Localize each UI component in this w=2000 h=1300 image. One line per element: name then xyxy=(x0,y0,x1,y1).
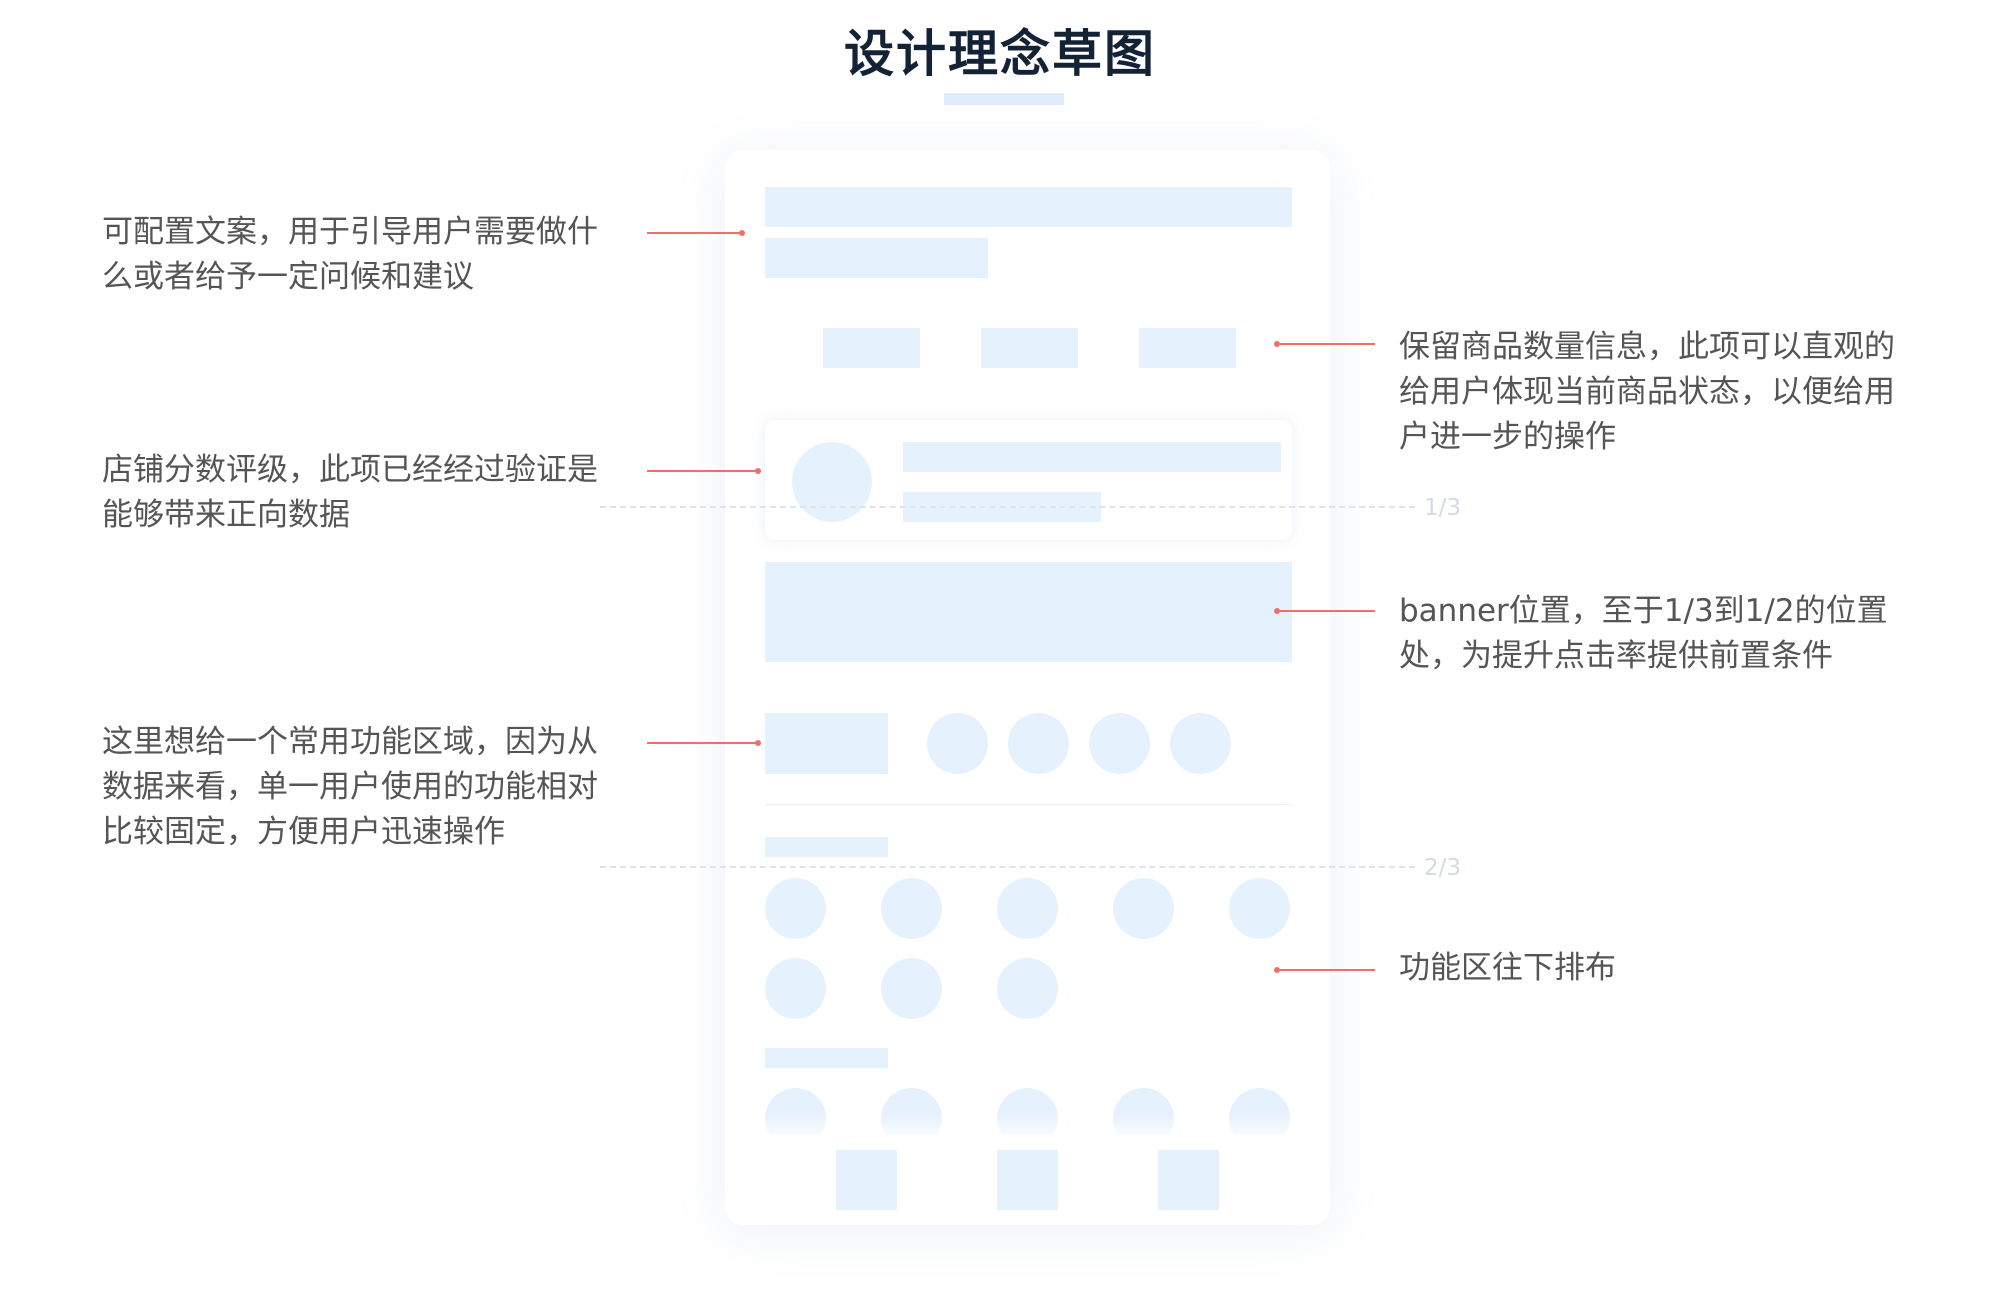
leader-dot xyxy=(755,740,761,746)
function-circle xyxy=(997,958,1058,1019)
annotation-shortcut-area: 这里想给一个常用功能区域，因为从 数据来看，单一用户使用的功能相对 比较固定，方… xyxy=(102,724,598,850)
leader-line xyxy=(1278,610,1375,612)
page-title: 设计理念草图 xyxy=(844,25,1156,83)
phone-wireframe xyxy=(725,150,1330,1225)
one-third-dashed-line xyxy=(600,506,1415,508)
tab-placeholder xyxy=(997,1150,1058,1210)
store-rating-card xyxy=(765,420,1292,540)
leader-dot xyxy=(1274,967,1280,973)
stat-block xyxy=(823,328,920,368)
annotation-greeting-copy: 可配置文案，用于引导用户需要做什 么或者给予一定问候和建议 xyxy=(102,214,598,295)
two-thirds-dashed-line xyxy=(600,866,1415,868)
annotation-store-rating: 店铺分数评级，此项已经经过验证是 能够带来正向数据 xyxy=(102,452,598,533)
shortcut-circle xyxy=(1089,713,1150,774)
leader-dot xyxy=(1274,608,1280,614)
leader-dot xyxy=(739,230,745,236)
tab-placeholder xyxy=(836,1150,897,1210)
leader-dot xyxy=(755,468,761,474)
title-underline xyxy=(944,93,1064,105)
leader-line xyxy=(1278,343,1375,345)
function-circle xyxy=(1229,878,1290,939)
leader-line xyxy=(1278,969,1375,971)
shortcut-block xyxy=(765,713,888,774)
one-third-marker: 1/3 xyxy=(1424,495,1462,521)
function-circle xyxy=(997,878,1058,939)
section-heading-block xyxy=(765,1048,888,1068)
function-circle xyxy=(881,958,942,1019)
two-thirds-marker: 2/3 xyxy=(1424,855,1462,881)
bottom-tab-bar xyxy=(725,1135,1330,1225)
store-avatar xyxy=(792,442,872,522)
greeting-copy-block-short xyxy=(765,238,988,278)
tab-placeholder xyxy=(1158,1150,1219,1210)
shortcut-circle xyxy=(1008,713,1069,774)
annotation-function-area: 功能区往下排布 xyxy=(1399,950,1616,986)
annotation-banner: banner位置，至于1/3到1/2的位置 处，为提升点击率提供前置条件 xyxy=(1399,593,1888,674)
leader-line xyxy=(647,742,757,744)
shortcut-circle xyxy=(1170,713,1231,774)
stat-block xyxy=(981,328,1078,368)
section-divider xyxy=(765,804,1292,805)
greeting-copy-block xyxy=(765,187,1292,227)
function-circle xyxy=(881,878,942,939)
stat-block xyxy=(1139,328,1236,368)
function-circle xyxy=(765,878,826,939)
rating-line xyxy=(903,442,1281,472)
function-circle xyxy=(1113,878,1174,939)
annotation-product-count: 保留商品数量信息，此项可以直观的 给用户体现当前商品状态，以便给用 户进一步的操… xyxy=(1399,329,1895,455)
section-heading-block xyxy=(765,837,888,857)
leader-line xyxy=(647,470,757,472)
banner-block xyxy=(765,562,1292,662)
leader-line xyxy=(647,232,741,234)
function-circle xyxy=(765,958,826,1019)
shortcut-circle xyxy=(927,713,988,774)
leader-dot xyxy=(1274,341,1280,347)
